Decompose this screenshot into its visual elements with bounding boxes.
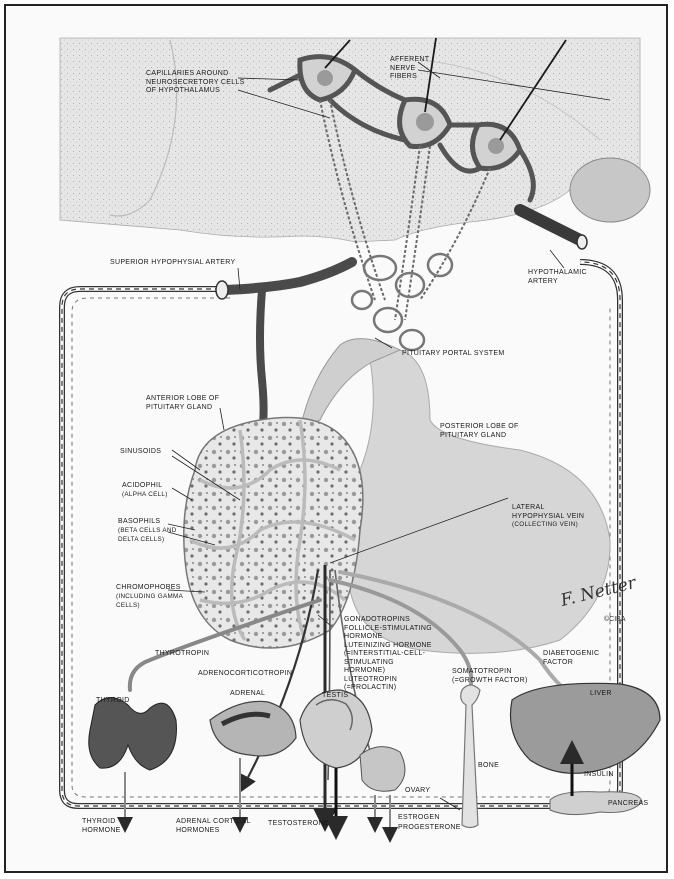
label-lateral-vein-sub: (COLLECTING VEIN) — [512, 521, 578, 530]
label-somatotropin: SOMATOTROPIN (=GROWTH FACTOR) — [452, 668, 528, 685]
label-ovary: OVARY — [405, 787, 430, 796]
label-posterior-lobe: POSTERIOR LOBE OF PITUITARY GLAND — [440, 423, 519, 440]
label-testis: TESTIS — [322, 692, 348, 701]
label-superior-hypophysial-artery: SUPERIOR HYPOPHYSIAL ARTERY — [110, 259, 235, 268]
label-hypothalamic-artery: HYPOTHALAMIC ARTERY — [528, 269, 587, 286]
label-pancreas: PANCREAS — [608, 800, 648, 809]
label-basophils-sub: (BETA CELLS AND DELTA CELLS) — [118, 527, 177, 544]
label-thyroid: THYROID — [96, 697, 130, 706]
superior-hypophysial-artery — [225, 262, 352, 290]
label-afferent-nerve-fibers: AFFERENT NERVE FIBERS — [390, 56, 429, 82]
label-thyrotropin: THYROTROPIN — [155, 650, 209, 659]
ovary-organ — [360, 747, 405, 792]
liver-organ — [510, 683, 660, 773]
bone-organ — [461, 685, 480, 828]
label-progesterone: PROGESTERONE — [398, 824, 461, 833]
label-basophils: BASOPHILS — [118, 518, 160, 527]
label-anterior-lobe: ANTERIOR LOBE OF PITUITARY GLAND — [146, 395, 219, 412]
label-lateral-hypophysial-vein: LATERAL HYPOPHYSIAL VEIN — [512, 504, 584, 521]
label-thyroid-hormone: THYROID HORMONE — [82, 818, 121, 835]
thyroid-organ — [89, 698, 177, 771]
label-diabetogenic-factor: DIABETOGENIC FACTOR — [543, 650, 599, 667]
label-acidophil-sub: (ALPHA CELL) — [122, 491, 168, 500]
label-adrenocorticotropin: ADRENOCORTICOTROPIN — [198, 670, 292, 679]
label-bone: BONE — [478, 762, 499, 771]
label-acidophil: ACIDOPHIL — [122, 482, 162, 491]
mammillary-body — [570, 158, 650, 222]
label-adrenal: ADRENAL — [230, 690, 265, 699]
label-capillaries: CAPILLARIES AROUND NEUROSECRETORY CELLS … — [146, 70, 245, 96]
label-adrenal-cortical-hormones: ADRENAL CORTICAL HORMONES — [176, 818, 251, 835]
hypothalamic-artery — [520, 210, 580, 240]
adrenal-organ — [210, 701, 296, 756]
portal-plexus — [352, 254, 452, 350]
label-estrogen: ESTROGEN — [398, 814, 440, 823]
copyright-mark: ©CIBA — [604, 616, 626, 623]
label-insulin: INSULIN — [584, 771, 614, 780]
label-gonadotropins: GONADOTROPINS FOLLICLE-STIMULATING HORMO… — [344, 616, 432, 693]
label-chromophobes: CHROMOPHOBES — [116, 584, 181, 593]
label-pituitary-portal-system: PITUITARY PORTAL SYSTEM — [402, 350, 504, 359]
label-sinusoids: SINUSOIDS — [120, 448, 161, 457]
label-liver: LIVER — [590, 690, 612, 699]
label-testosterone: TESTOSTERONE — [268, 820, 329, 829]
label-chromophobes-sub: (INCLUDING GAMMA CELLS) — [116, 593, 183, 610]
